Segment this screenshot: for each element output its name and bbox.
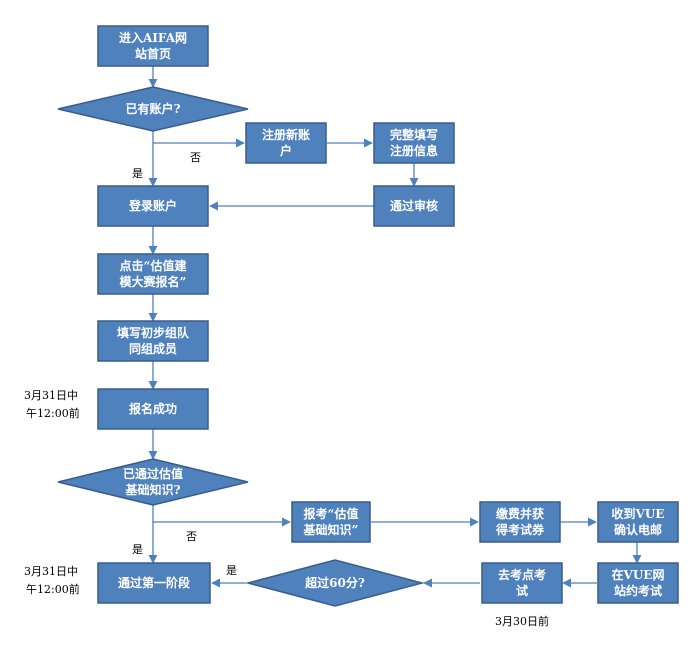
node-take-exam: 去考点考 试 xyxy=(481,562,563,604)
deadline-stage-line2: 午12:00前 xyxy=(26,582,80,596)
node-has-account: 已有账户? xyxy=(57,86,249,132)
node-pay-fee-line2: 得考试券 xyxy=(495,522,545,537)
node-pay-fee-line1: 缴费并获 xyxy=(496,506,544,521)
node-passed-basics-line1: 已通过估值 xyxy=(123,466,183,481)
label-yes-stage: 是 xyxy=(132,543,143,556)
deadline-signup-line2: 午12:00前 xyxy=(26,406,80,420)
node-take-exam-line2: 试 xyxy=(516,583,528,598)
node-receive-email-line2: 确认电邮 xyxy=(614,522,662,537)
node-complete-info-line1: 完整填写 xyxy=(390,127,438,142)
node-complete-info: 完整填写 注册信息 xyxy=(373,122,455,164)
node-enter-site-line2: 站首页 xyxy=(135,46,171,61)
node-stage-one-line1: 通过第一阶段 xyxy=(118,575,191,590)
annotations: 否 是 否 是 是 3月31日中 午12:00前 3月31日中 午12:00前 … xyxy=(24,151,549,628)
label-yes-over60: 是 xyxy=(226,564,237,577)
node-click-signup-line2: 模大赛报名” xyxy=(120,274,187,289)
node-take-exam-line1: 去考点考 xyxy=(498,567,546,582)
node-complete-info-line2: 注册信息 xyxy=(390,143,438,158)
node-fill-team: 填写初步组队 同组成员 xyxy=(97,320,209,362)
node-book-exam: 在VUE网 站约考试 xyxy=(597,562,679,604)
node-register-exam-line1: 报考“估值 xyxy=(304,506,359,521)
node-passed-basics: 已通过估值 基础知识? xyxy=(57,458,249,506)
node-login-line1: 登录账户 xyxy=(128,198,177,213)
node-click-signup: 点击“估值建 模大赛报名” xyxy=(97,253,209,295)
node-receive-email-line1: 收到VUE xyxy=(612,506,665,521)
node-enter-site-line1: 进入AIFA网 xyxy=(119,30,187,45)
label-yes-login: 是 xyxy=(132,167,143,180)
deadline-stage-line1: 3月31日中 xyxy=(24,565,78,578)
node-fill-team-line1: 填写初步组队 xyxy=(117,325,190,340)
label-no-exam: 否 xyxy=(186,530,197,543)
node-review-line1: 通过审核 xyxy=(390,198,438,213)
node-review: 通过审核 xyxy=(373,185,455,227)
node-register-line1: 注册新账 xyxy=(262,127,310,142)
deadline-exam: 3月30日前 xyxy=(495,614,549,628)
edge-hasaccount-to-register xyxy=(152,131,245,148)
node-click-signup-line1: 点击“估值建 xyxy=(120,258,188,273)
node-fill-team-line2: 同组成员 xyxy=(129,341,177,356)
deadline-signup-line1: 3月31日中 xyxy=(24,389,78,402)
node-book-exam-line1: 在VUE网 xyxy=(612,567,665,582)
node-enter-site: 进入AIFA网 站首页 xyxy=(97,25,209,67)
node-login: 登录账户 xyxy=(97,185,209,227)
node-over-60-line1: 超过60分? xyxy=(304,575,365,590)
node-stage-one: 通过第一阶段 xyxy=(97,562,211,604)
node-register-line2: 户 xyxy=(280,143,292,158)
node-signup-success-line1: 报名成功 xyxy=(129,401,177,416)
edge-passed-to-registerexam xyxy=(152,505,291,527)
label-no-register: 否 xyxy=(190,151,201,164)
edges xyxy=(148,66,642,588)
node-register: 注册新账 户 xyxy=(245,122,327,164)
node-over-60: 超过60分? xyxy=(245,559,425,607)
node-pay-fee: 缴费并获 得考试券 xyxy=(479,501,561,543)
node-signup-success: 报名成功 xyxy=(97,388,209,430)
node-has-account-line1: 已有账户? xyxy=(125,101,180,116)
node-book-exam-line2: 站约考试 xyxy=(614,583,662,598)
node-passed-basics-line2: 基础知识? xyxy=(124,482,180,497)
node-register-exam-line2: 基础知识” xyxy=(303,522,359,537)
node-register-exam: 报考“估值 基础知识” xyxy=(291,501,371,543)
node-receive-email: 收到VUE 确认电邮 xyxy=(597,501,679,543)
